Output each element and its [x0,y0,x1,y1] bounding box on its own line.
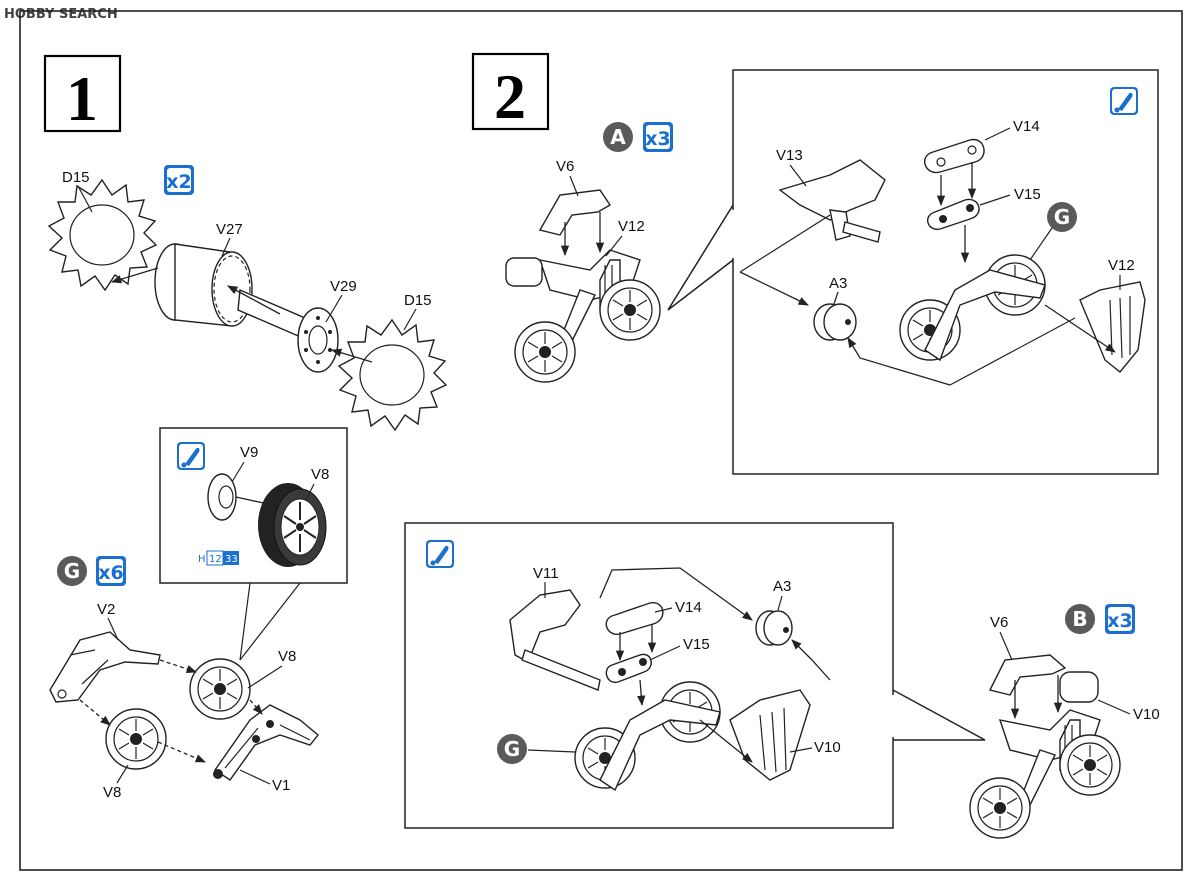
multiplier-x6-badge: x6 [96,556,126,586]
paint-icon [177,442,205,470]
assembly-b: V6 V10 [969,614,1160,839]
step-1: 1 x2 D15 [43,54,447,801]
label-v8-detail: V8 [311,466,329,483]
suspension-v12-detail [1079,281,1146,373]
step-2: 2 A x3 V6 V12 [404,52,1160,839]
road-wheel-v8-bottom [105,708,167,770]
arrow-d15-to-v29 [331,348,373,363]
step-1-number: 1 [66,63,98,134]
arrow-v8-to-v1-upper [249,699,263,715]
label-a3-a: A3 [829,275,847,292]
cylinder-a3-b [755,610,793,646]
label-v2: V2 [97,601,115,618]
marker-g-text: G [64,559,80,583]
step-2-box [471,52,550,131]
label-v29: V29 [330,278,357,295]
wheel-b-rear [1059,734,1121,796]
sprocket-d15-right [338,319,447,431]
label-v15-a: V15 [1014,186,1041,203]
paint-prefix: H [198,554,206,565]
label-a3-b: A3 [773,578,791,595]
label-v10-detail: V10 [814,739,841,756]
multiplier-x3-text-a: x3 [645,128,670,150]
bracket-v13 [778,159,886,243]
bogie-arm-v2 [49,631,161,703]
marker-b-text: B [1072,607,1087,631]
wheel-b-front [969,777,1031,839]
label-v8-bottom: V8 [103,784,121,801]
marker-a-text: A [610,125,626,149]
label-v6-a: V6 [556,158,574,175]
marker-g-detail-b-text: G [504,737,520,761]
multiplier-x3-badge-a: x3 [643,122,673,152]
label-v6-b: V6 [990,614,1008,631]
marker-a: A [603,122,633,152]
detail-callout-b: V11 V14 A3 V15 G V10 [404,522,986,829]
paint-icon [1110,87,1138,115]
label-v8-top: V8 [278,648,296,665]
paint-code-group: H 12 33 [198,550,239,566]
link-v15-b [605,653,652,683]
cylinder-a3 [813,303,857,341]
marker-g-detail-b: G [497,734,527,764]
multiplier-x2-text: x2 [166,171,191,193]
bracket-v11 [509,589,601,691]
sheet-border [19,10,1183,871]
bracket-v6-b [988,654,1067,696]
bearing-v9 [207,473,237,521]
link-v14-b [605,602,664,635]
bracket-v6-a [538,189,611,236]
label-v27: V27 [216,221,243,238]
arrow-d15-to-v27 [111,267,159,284]
label-v14-b: V14 [675,599,702,616]
watermark-text: HOBBY SEARCH [4,7,118,22]
label-d15-right: D15 [404,292,432,309]
label-v11: V11 [533,565,559,582]
label-v13: V13 [776,147,803,164]
label-v15-b: V15 [683,636,710,653]
label-v9: V9 [240,444,258,461]
link-v14 [923,138,985,174]
arrow-v2-to-v8-lower [79,699,111,726]
paint-icon [426,540,454,568]
label-v14-a: V14 [1013,118,1040,135]
wheel-a-front [514,321,576,383]
arrow-v8-to-v1 [157,741,206,763]
step-2-number: 2 [494,61,526,132]
label-v1: V1 [272,777,290,794]
tyre-v8 [258,483,327,567]
marker-g-detail-a: G [1047,202,1077,232]
label-v10-b: V10 [1133,706,1160,723]
marker-g-step1: G [57,556,87,586]
multiplier-x2-badge: x2 [164,165,194,195]
wheel-a-rear [599,279,661,341]
disc-v29 [297,307,339,373]
arrow-v29-to-v27 [227,285,281,315]
marker-g-detail-a-text: G [1054,205,1070,229]
marker-b: B [1065,604,1095,634]
detail-callout-a: V13 V14 V15 G V12 A3 [667,69,1159,475]
multiplier-x3-badge-b: x3 [1105,604,1135,634]
label-d15-left: D15 [62,169,90,186]
bogie-g-b [599,699,721,792]
paint-code-a: 12 [209,554,222,565]
label-v12-a: V12 [618,218,645,235]
hub-cylinder-v27 [154,243,253,327]
detail-callout-v9-v8: V9 V8 H 12 33 [159,427,348,661]
arrow-v2-to-v8 [159,659,197,673]
multiplier-x3-text-b: x3 [1107,610,1132,632]
road-wheel-v8-top [189,658,251,720]
bogie-g [924,269,1046,362]
label-v12-detail: V12 [1108,257,1135,274]
link-v15 [927,198,980,230]
multiplier-x6-text: x6 [98,562,123,584]
step-1-box [43,54,122,133]
assembly-a: V6 V12 [505,158,661,383]
paint-code-b: 33 [225,554,238,565]
